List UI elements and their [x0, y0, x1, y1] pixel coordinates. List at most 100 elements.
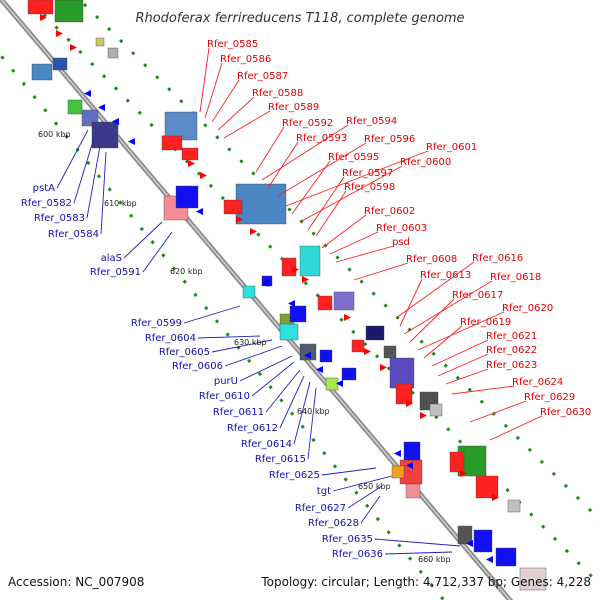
- reverse-leader-line: [183, 305, 241, 324]
- forward-gene-label: Rfer_0602: [364, 206, 415, 217]
- reverse-gene-label: Rfer_0604: [145, 333, 196, 344]
- gene-block: [67, 99, 83, 115]
- scale-label: 640 kbp: [297, 407, 330, 416]
- reverse-leader-line: [307, 387, 317, 460]
- gene-block: [389, 357, 415, 389]
- gene-block: [95, 37, 105, 47]
- gene-block: [429, 403, 443, 417]
- forward-arrow: [40, 14, 47, 21]
- reverse-leader-line: [251, 361, 295, 397]
- forward-gene-label: Rfer_0620: [502, 303, 553, 314]
- gene-block: [457, 525, 473, 545]
- forward-arrow: [250, 228, 257, 235]
- reverse-gene-label: tgt: [317, 486, 331, 497]
- forward-leader-line: [291, 160, 331, 215]
- reverse-gene-label: alaS: [101, 253, 122, 264]
- forward-leader-line: [211, 79, 240, 123]
- reverse-leader-line: [374, 538, 461, 547]
- gene-block: [181, 147, 199, 161]
- reverse-arrow: [128, 138, 135, 145]
- forward-gene-label: Rfer_0629: [524, 392, 575, 403]
- forward-gene-label: Rfer_0595: [328, 152, 379, 163]
- reverse-arrow: [316, 366, 323, 373]
- gene-block: [235, 183, 287, 225]
- forward-leader-line: [403, 280, 493, 335]
- reverse-arrow: [486, 556, 493, 563]
- gene-block: [279, 323, 299, 341]
- gene-block: [383, 345, 397, 359]
- forward-leader-line: [417, 311, 505, 351]
- reverse-gene-label: purU: [214, 376, 238, 387]
- forward-leader-line: [299, 165, 403, 223]
- scale-label: 600 kbp: [38, 130, 71, 139]
- forward-arrow: [200, 172, 207, 179]
- gene-block: [403, 441, 421, 461]
- genome-backbone: [0, 0, 514, 600]
- reverse-gene-label: Rfer_0628: [308, 518, 359, 529]
- gene-block: [333, 291, 355, 311]
- forward-leader-line: [353, 262, 409, 281]
- reverse-arrow: [406, 462, 413, 469]
- gene-block: [31, 63, 53, 81]
- reverse-gene-label: Rfer_0583: [34, 213, 85, 224]
- gene-block: [317, 295, 333, 311]
- reverse-leader-line: [384, 551, 453, 555]
- forward-gene-label: Rfer_0600: [400, 157, 451, 168]
- gene-block: [242, 285, 256, 299]
- forward-gene-label: Rfer_0617: [452, 290, 503, 301]
- forward-leader-line: [395, 261, 475, 319]
- reverse-gene-label: Rfer_0591: [90, 267, 141, 278]
- forward-arrow: [236, 216, 243, 223]
- reverse-arrow: [196, 208, 203, 215]
- gene-block: [507, 499, 521, 513]
- forward-gene-label: Rfer_0621: [486, 331, 537, 342]
- forward-leader-line: [329, 231, 379, 255]
- forward-arrow: [492, 494, 499, 501]
- forward-leader-line: [255, 126, 285, 173]
- forward-leader-line: [261, 124, 349, 181]
- scale-label: 630 kbp: [234, 338, 267, 347]
- forward-arrow: [188, 160, 195, 167]
- forward-leader-line: [285, 150, 429, 207]
- forward-gene-label: Rfer_0596: [364, 134, 415, 145]
- forward-gene-label: Rfer_0623: [486, 360, 537, 371]
- forward-gene-label: Rfer_0608: [406, 254, 457, 265]
- forward-arrow: [344, 314, 351, 321]
- reverse-gene-label: Rfer_0635: [322, 534, 373, 545]
- reverse-arrow: [304, 352, 311, 359]
- reverse-leader-line: [265, 369, 301, 413]
- gene-block: [395, 383, 413, 405]
- forward-leader-line: [469, 400, 527, 423]
- forward-gene-label: Rfer_0619: [460, 317, 511, 328]
- reverse-arrow: [466, 540, 473, 547]
- reverse-leader-line: [347, 485, 383, 509]
- forward-leader-line: [423, 325, 463, 359]
- reverse-arrow: [394, 450, 401, 457]
- gene-block: [495, 547, 517, 567]
- gene-block: [161, 135, 183, 151]
- forward-gene-label: Rfer_0592: [282, 118, 333, 129]
- gene-block: [175, 185, 199, 209]
- gene-block: [519, 567, 547, 591]
- forward-gene-label: psd: [392, 237, 410, 248]
- reverse-leader-line: [332, 475, 393, 492]
- reverse-gene-label: Rfer_0606: [172, 361, 223, 372]
- forward-leader-line: [409, 298, 455, 343]
- forward-leader-line: [277, 142, 367, 197]
- reverse-gene-label: Rfer_0627: [295, 503, 346, 514]
- forward-leader-line: [451, 385, 515, 395]
- reverse-gene-label: Rfer_0612: [227, 423, 278, 434]
- forward-leader-line: [431, 339, 489, 367]
- reverse-leader-line: [197, 335, 261, 339]
- gene-block: [54, 0, 84, 23]
- forward-gene-label: Rfer_0594: [346, 116, 397, 127]
- forward-arrow: [460, 470, 467, 477]
- forward-leader-line: [267, 141, 299, 189]
- forward-gene-label: Rfer_0589: [268, 102, 319, 113]
- gene-block: [27, 0, 54, 15]
- forward-leader-line: [307, 176, 345, 231]
- gene-block: [365, 325, 385, 341]
- reverse-leader-line: [279, 375, 305, 429]
